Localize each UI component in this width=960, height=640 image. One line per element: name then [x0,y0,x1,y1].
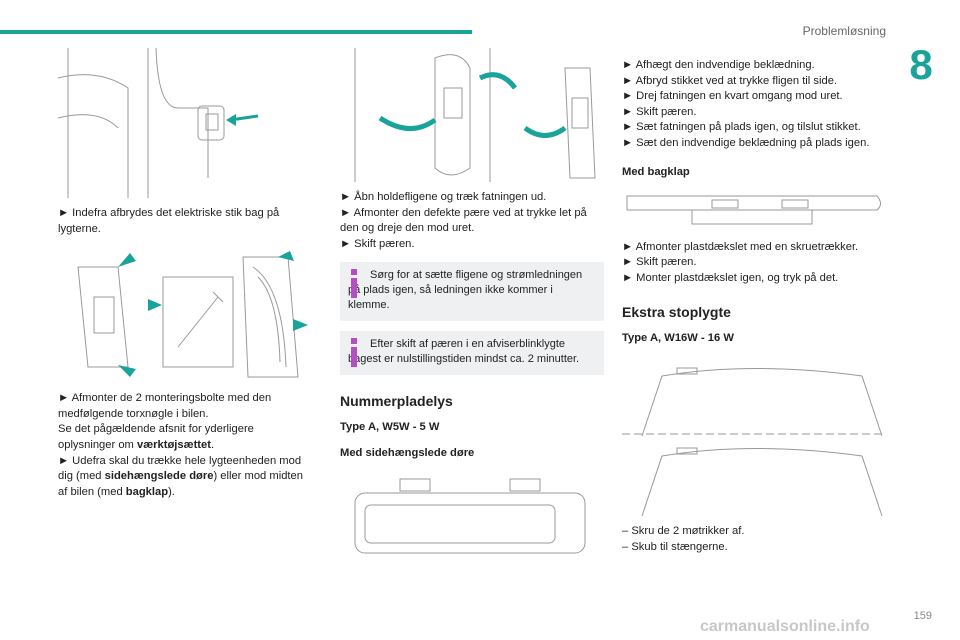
bulb-type-w16w: Type A, W16W - 16 W [622,332,734,345]
info-note-tabs: Sørg for at sætte fligene og strømlednin… [340,262,604,322]
figure-bulb-holder [354,48,596,182]
figure-remove-lamp [77,251,308,378]
step-refit-trim: ► Sæt den indvendige beklædning på plads… [622,136,870,149]
subhead-side-doors: Med sidehængslede døre [340,447,475,460]
text-remove-bolts: ► Afmonter de 2 monteringsbolte med den … [58,392,272,420]
column-middle: ► Åbn holdefligene og træk fatningen ud.… [340,48,604,571]
step-disconnect-plug: ► Afbryd stikket ved at trykke fligen ti… [622,74,838,87]
step-remove-bulb: ► Afmonter den defekte pære ved at trykk… [340,206,587,235]
text-period: . [210,438,215,451]
column-left: ► Indefra afbrydes det elektriske stik b… [58,48,310,500]
step-push-rods: – Skub til stængerne. [622,540,728,553]
col1-step-disconnect: ► Indefra afbrydes det elektriske stik b… [58,207,280,235]
bulb-type-w5w: Type A, W5W - 5 W [340,421,440,434]
watermark: carmanualsonline.info [700,618,870,635]
step-unscrew-nuts: – Skru de 2 møtrikker af. [622,525,745,538]
column-right: ► Afhægt den indvendige beklædning. ► Af… [622,58,888,556]
text-close: ). [168,485,175,498]
header-accent-bar [0,30,472,34]
step-open-tabs: ► Åbn holdefligene og træk fatningen ud. [340,191,547,203]
step-refit-cover: ► Monter plastdækslet igen, og tryk på d… [622,271,839,284]
heading-number-plate-light: Nummerpladelys [340,393,453,410]
text-see-section: Se det pågældende afsnit for yderligere … [58,423,254,451]
figure-plate-light-doors [354,478,586,554]
figure-connector-inside [58,48,259,198]
chapter-number: 8 [909,41,933,88]
info-icon [351,269,357,299]
figure-extra-brake-light [622,367,884,517]
step-replace-bulb: ► Skift pæren. [340,237,415,250]
step-refit-holder: ► Sæt fatningen på plads igen, og tilslu… [622,121,861,134]
text-or-middle: ) eller mod midten af bilen (med [58,470,303,498]
text-tailgate: bagklap [125,485,169,498]
subhead-tailgate: Med bagklap [622,165,690,178]
note-text-tabs: Sørg for at sætte fligene og strømlednin… [348,269,583,312]
col1-step-remove-bolts: ► Afmonter de 2 monteringsbolte med den … [58,391,310,500]
step-replace-bulb-2: ► Skift pæren. [622,105,697,118]
step-turn-holder: ► Drej fatningen en kvart omgang mod ure… [622,90,843,103]
step-remove-cover: ► Afmonter plastdækslet med en skruetræk… [622,240,859,253]
text-side-doors: sidehængslede døre [104,470,214,483]
info-icon [351,338,357,368]
text-pull-lamp: ► Udefra skal du trække hele lygteenhede… [58,454,302,483]
heading-extra-brake-light: Ekstra stoplygte [622,304,731,321]
step-replace-bulb-3: ► Skift pæren. [622,256,697,269]
section-title: Problemløsning [802,24,886,38]
note-text-reset: Efter skift af pæren i en afviserblinkly… [348,338,580,366]
text-toolkit: værktøjsættet [136,438,211,451]
step-unhook-trim: ► Afhægt den indvendige beklædning. [622,59,815,71]
info-note-reset: Efter skift af pæren i en afviserblinkly… [340,331,604,376]
figure-tailgate-plate-light [626,195,881,225]
page-number: 159 [913,610,932,622]
